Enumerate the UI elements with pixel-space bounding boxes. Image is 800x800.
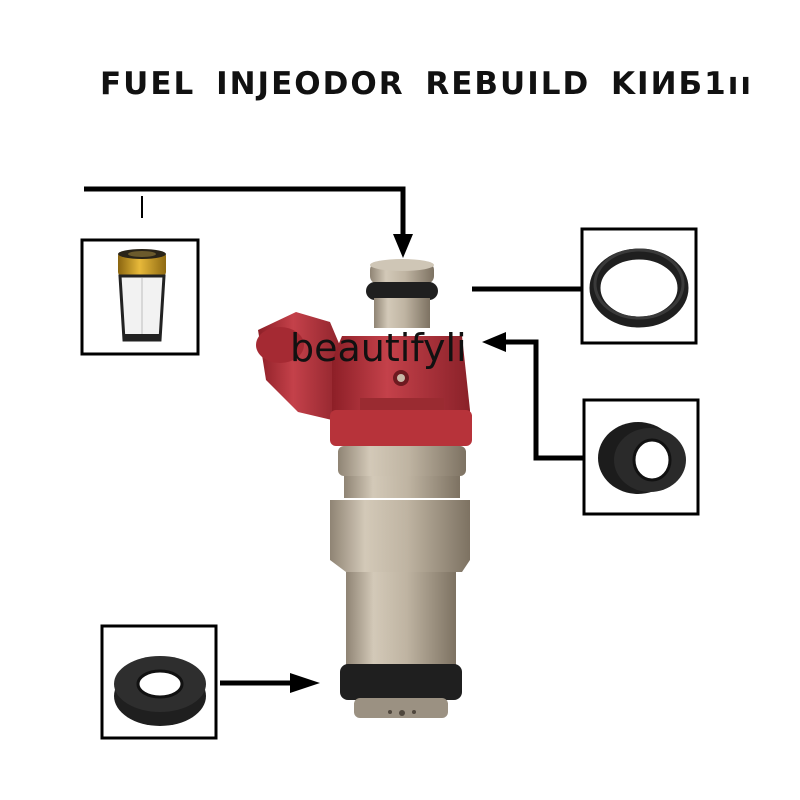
grommet-icon (598, 422, 686, 494)
grommet-box (582, 398, 700, 516)
arrow-right-icon (290, 673, 320, 693)
watermark-text: beautifyli (290, 326, 467, 370)
top-leader-line (84, 186, 406, 238)
o-ring-icon (589, 248, 689, 328)
filter-box (80, 238, 200, 356)
arrow-left-icon (482, 332, 506, 352)
grommet-leader-line (505, 339, 584, 461)
seal-box (100, 624, 218, 740)
oring-box (580, 227, 698, 345)
arrow-heads (290, 234, 506, 693)
fuel-injector-icon (256, 259, 472, 718)
fuel-filter-icon (118, 249, 166, 342)
arrow-down-icon (393, 234, 413, 258)
leader-arrows (84, 186, 584, 686)
pintle-cap-icon (114, 656, 206, 726)
page-title: FUEL INJEODOR REBUILD KIИБ1ıı (100, 66, 753, 102)
